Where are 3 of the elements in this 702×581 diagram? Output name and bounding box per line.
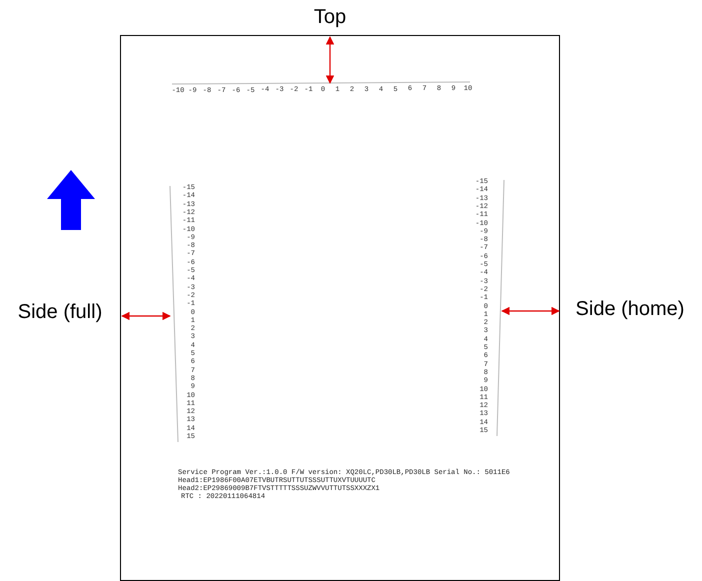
view-label: Top <box>314 7 346 27</box>
view-label: Side (full) <box>18 302 102 322</box>
view-label: Side (home) <box>576 299 684 319</box>
